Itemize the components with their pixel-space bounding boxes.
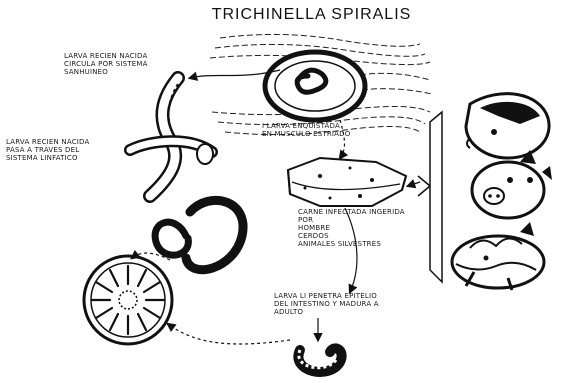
label-intestine-stage: LARVA LI PENETRA EPITELIO DEL INTESTINO … (274, 292, 379, 316)
encysted-larva-cyst (265, 52, 365, 120)
label-lymph-stage: LARVA RECIEN NACIDA PASA A TRAVES DEL SI… (6, 138, 90, 162)
human-host-icon (466, 94, 549, 158)
label-encysted-stage: I LARVA ENQUISTADA EN MUSCULO ESTRIADO (262, 122, 350, 138)
label-ingestion-stage: CARNE INFECTADA INGERIDA POR HOMBRE CERD… (298, 208, 405, 248)
intestine-cross-section (84, 256, 172, 344)
diagram-title: TRICHINELLA SPIRALIS (0, 6, 563, 24)
adult-worm (298, 348, 341, 372)
infected-meat-piece (288, 158, 406, 206)
hosts-panel (418, 112, 442, 282)
pig-host-icon (472, 150, 552, 218)
label-blood-stage: LARVA RECIEN NACIDA CIRCULA POR SISTEMA … (64, 52, 148, 76)
wild-boar-host-icon (452, 222, 544, 290)
